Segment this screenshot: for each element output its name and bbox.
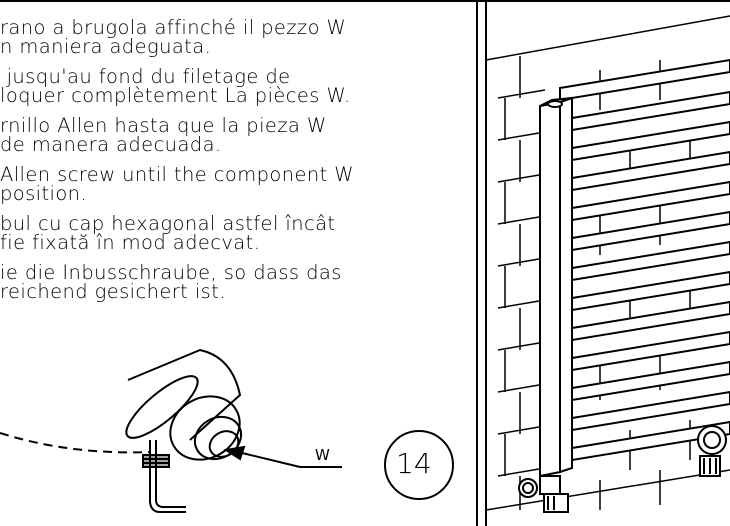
radiator-collector-side <box>559 96 573 474</box>
english-line-1: Allen screw until the component W <box>0 163 354 186</box>
english-line-2: position. <box>0 182 88 205</box>
italian-line-1: rano a brugola affinché il pezzo W <box>0 16 347 39</box>
french-line-2: loquer complètement La pièces W. <box>0 84 351 107</box>
cylinder-outline <box>127 348 242 441</box>
dashed-leader-line <box>0 432 151 454</box>
german-line-2: reichend gesichert ist. <box>0 280 226 303</box>
radiator <box>539 58 730 478</box>
romanian-line-1: bul cu cap hexagonal astfel încât <box>0 212 336 235</box>
romanian-line-2: fie fixată în mod adecvat. <box>0 231 261 254</box>
paragraph-romanian: bul cu cap hexagonal astfel încât fie fi… <box>0 212 476 254</box>
instructions-text-column: rano a brugola affinché il pezzo W n man… <box>0 16 476 303</box>
cylinder-front <box>169 395 241 461</box>
arrow-leader <box>237 451 301 468</box>
step-number: 14 <box>396 447 432 480</box>
radiator-top-bar <box>559 58 730 102</box>
bore <box>208 430 240 458</box>
french-line-1: jusqu'au fond du filetage de <box>0 65 291 88</box>
column-divider <box>476 0 478 526</box>
paragraph-spanish: rnillo Allen hasta que la pieza W de man… <box>0 114 476 156</box>
valve-right <box>697 425 727 477</box>
paragraph-english: Allen screw until the component W positi… <box>0 163 476 205</box>
cylinder-back <box>125 375 199 439</box>
arrow-head <box>223 445 246 461</box>
spanish-line-2: de manera adecuada. <box>0 133 222 156</box>
paragraph-french: jusqu'au fond du filetage de loquer comp… <box>0 65 476 107</box>
valve-left <box>518 475 569 513</box>
allen-key <box>155 440 186 508</box>
paragraph-italian: rano a brugola affinché il pezzo W n man… <box>0 16 476 58</box>
german-line-1: ie die Inbusschraube, so dass das <box>0 261 342 284</box>
italian-line-2: n maniera adeguata. <box>0 35 212 58</box>
part-w-label: W <box>315 446 330 464</box>
top-border <box>0 0 730 2</box>
radiator-collector-front <box>539 100 561 478</box>
bleed-valve <box>547 100 563 108</box>
spanish-line-1: rnillo Allen hasta que la pieza W <box>0 114 327 137</box>
allen-key-edge <box>149 440 186 513</box>
paragraph-german: ie die Inbusschraube, so dass das reiche… <box>0 261 476 303</box>
step-circle <box>384 430 454 500</box>
allen-key-detail-drawing <box>0 348 454 513</box>
